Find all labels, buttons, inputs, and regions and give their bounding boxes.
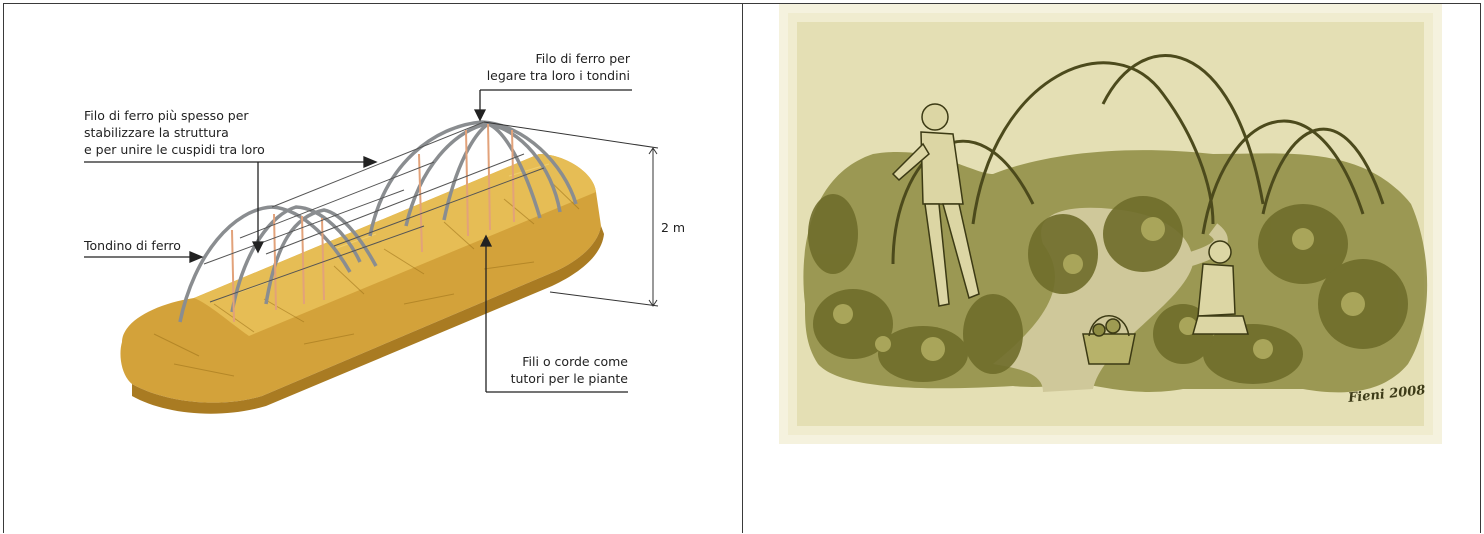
left-table-cell: Filo di ferro per legare tra loro i tond… [3,3,742,533]
label-strings-line1: Fili o corde come [484,354,628,370]
right-table-cell: Fieni 2008 [742,3,1481,533]
label-height: 2 m [661,220,685,236]
garden-illustration [743,4,1482,534]
label-thick-wire-line1: Filo di ferro più spesso per [84,108,249,124]
label-thick-wire-line2: stabilizzare la struttura [84,125,229,141]
label-thick-wire-line3: e per unire le cuspidi tra loro [84,142,265,158]
label-strings-line2: tutori per le piante [474,371,628,387]
straw-bale-diagram [4,4,743,534]
label-tie-wire-line1: Filo di ferro per [494,51,630,67]
label-iron-rod: Tondino di ferro [84,238,181,254]
label-tie-wire-line2: legare tra loro i tondini [444,68,630,84]
